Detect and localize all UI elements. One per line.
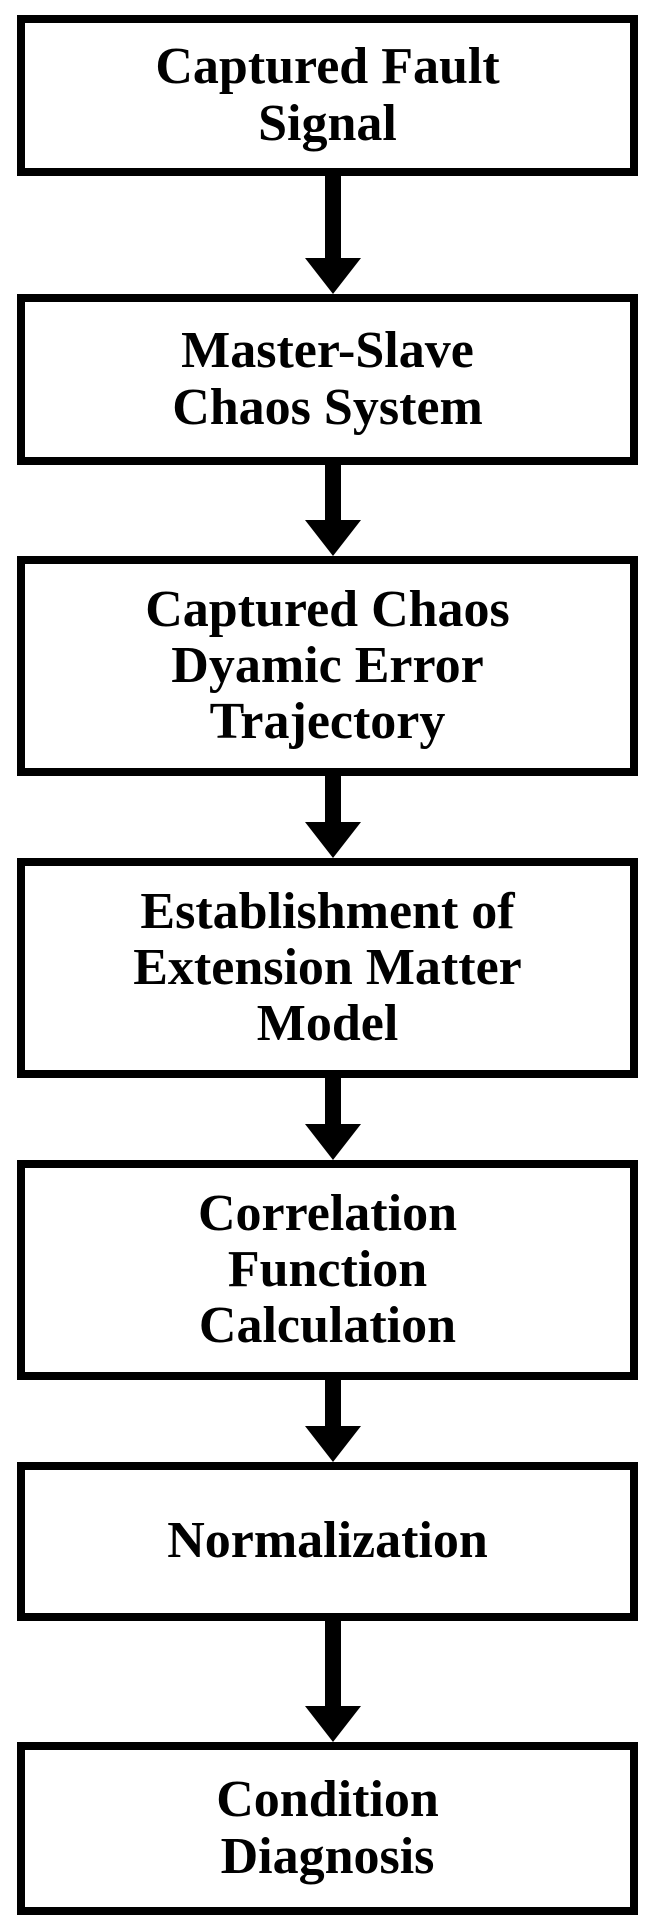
step-label-line: Model — [256, 995, 399, 1053]
step-label-line: Chaos System — [172, 378, 483, 436]
arrow-4 — [305, 1078, 361, 1160]
arrow-5 — [305, 1380, 361, 1462]
step-label-line: Captured Chaos — [145, 580, 510, 638]
step-captured-fault-signal: Captured Fault Signal — [17, 15, 638, 176]
step-label-line: Condition — [216, 1771, 439, 1829]
step-captured-chaos-error-trajectory: Captured Chaos Dyamic Error Trajectory — [17, 556, 638, 776]
arrow-3 — [305, 776, 361, 858]
step-label-line: Establishment of — [140, 882, 515, 940]
arrow-6 — [305, 1621, 361, 1742]
arrow-2 — [305, 465, 361, 556]
step-normalization: Normalization — [17, 1462, 638, 1621]
step-label-line: Master-Slave — [181, 322, 474, 380]
step-extension-matter-model: Establishment of Extension Matter Model — [17, 858, 638, 1078]
step-label-line: Normalization — [167, 1512, 488, 1570]
step-label-line: Signal — [258, 94, 397, 152]
step-condition-diagnosis: Condition Diagnosis — [17, 1742, 638, 1915]
step-master-slave-chaos-system: Master-Slave Chaos System — [17, 294, 638, 465]
step-label-line: Function — [227, 1240, 428, 1298]
step-label-line: Trajectory — [209, 693, 446, 751]
step-label-line: Correlation — [198, 1184, 457, 1242]
arrow-1 — [305, 176, 361, 294]
step-correlation-function-calculation: Correlation Function Calculation — [17, 1160, 638, 1380]
step-label-line: Extension Matter — [133, 938, 522, 996]
step-label-line: Calculation — [198, 1297, 457, 1355]
step-label-line: Diagnosis — [220, 1827, 435, 1885]
step-label-line: Captured Fault — [155, 38, 500, 96]
step-label-line: Dyamic Error — [171, 636, 484, 694]
